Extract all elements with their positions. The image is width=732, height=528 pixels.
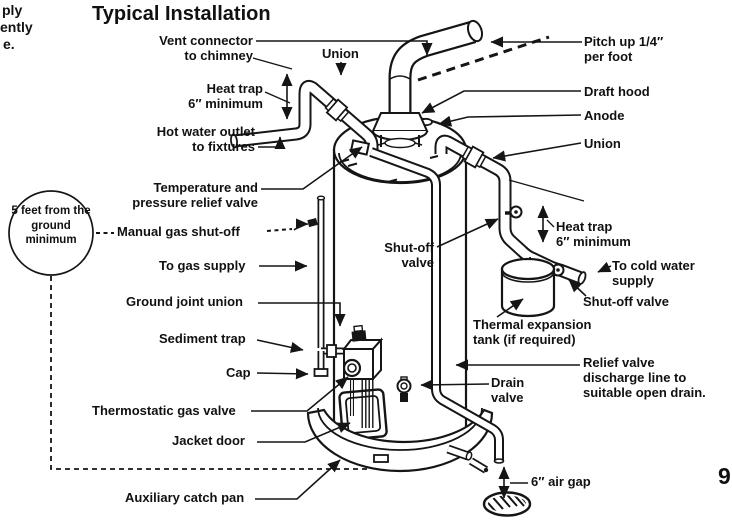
label-cap: Cap <box>226 365 251 380</box>
drain-valve-fitting <box>396 376 412 402</box>
label-heat-trap-right: Heat trap 6″ minimum <box>556 219 631 249</box>
vent-connector-pipe <box>388 19 484 113</box>
label-relief-discharge: Relief valve discharge line to suitable … <box>583 355 706 400</box>
leader-lines <box>251 36 612 500</box>
leader-manual-gas <box>293 218 309 231</box>
five-feet-callout <box>8 190 368 470</box>
clearance-dashed-line <box>50 276 368 470</box>
label-vent-connector: Vent connector to chimney <box>159 33 253 63</box>
label-sediment-trap: Sediment trap <box>159 331 246 346</box>
label-to-cold-water: To cold water supply <box>612 258 695 288</box>
label-temp-pressure-relief: Temperature and pressure relief valve <box>132 180 258 210</box>
manual-gas-shutoff-valve <box>307 217 318 228</box>
thermostatic-gas-valve-assembly <box>341 324 384 428</box>
label-thermostatic-gas-valve: Thermostatic gas valve <box>92 403 236 418</box>
margin-text-fragment: e. <box>3 36 15 52</box>
pitch-dashed-line <box>417 35 550 82</box>
hot-water-piping <box>230 80 379 153</box>
leader-shutoff-center <box>436 218 499 248</box>
floor-drain <box>482 491 532 517</box>
leader-vent-connector <box>256 40 433 56</box>
label-thermal-expansion: Thermal expansion tank (if required) <box>473 317 592 347</box>
label-manual-gas-shutoff: Manual gas shut-off <box>117 224 240 239</box>
leader-jacket-door <box>257 422 351 443</box>
gas-supply-line <box>307 195 346 377</box>
label-drain-valve: Drain valve <box>491 375 525 405</box>
margin-text-fragment: ply <box>2 2 23 18</box>
leader-catch-pan <box>255 459 341 500</box>
leader-ground-joint <box>258 302 346 327</box>
leader-temp-relief <box>261 146 363 190</box>
leader-sediment <box>256 339 304 353</box>
label-air-gap: 6″ air gap <box>531 474 591 489</box>
label-pitch-up: Pitch up 1/4″ per foot <box>584 34 664 64</box>
leader-union-right <box>492 142 582 162</box>
label-to-gas-supply: To gas supply <box>159 258 246 273</box>
label-shutoff-center: Shut-off valve <box>384 240 434 270</box>
loose-pipe-piece <box>468 457 489 474</box>
dimension-arrows <box>252 57 585 499</box>
page-title: Typical Installation <box>92 3 271 25</box>
union-fitting-top <box>324 97 350 123</box>
leader-draft-hood <box>421 90 581 114</box>
label-ground-joint-union: Ground joint union <box>126 294 243 309</box>
leader-shutoff-right <box>568 279 587 297</box>
leader-drain-valve <box>420 379 490 391</box>
shutoff-valve-vertical <box>505 205 523 219</box>
leader-thermal-tank <box>496 298 524 318</box>
relief-discharge-pipe <box>369 147 505 464</box>
label-union-top: Union <box>322 46 359 61</box>
five-feet-callout-text: 5 feet from the ground minimum <box>11 205 91 246</box>
label-draft-hood: Draft hood <box>584 84 650 99</box>
draft-hood <box>371 112 429 149</box>
cap-fitting <box>313 368 329 377</box>
shutoff-valve-cold-supply <box>551 263 565 277</box>
label-jacket-door: Jacket door <box>172 433 245 448</box>
leader-hot-water <box>258 136 286 150</box>
leader-anode <box>438 114 582 127</box>
margin-text-fragment: ently <box>0 19 33 35</box>
label-aux-catch-pan: Auxiliary catch pan <box>125 490 245 505</box>
leader-thermostatic <box>251 376 349 412</box>
label-hot-water-outlet: Hot water outlet to fixtures <box>156 124 255 154</box>
label-shutoff-right: Shut-off valve <box>583 294 669 309</box>
ground-joint-union-fitting <box>326 344 337 358</box>
union-fitting-right <box>461 145 487 169</box>
leader-to-cold <box>597 261 612 273</box>
leader-cap <box>256 368 309 380</box>
pan-drain-nipple <box>446 444 473 461</box>
label-anode: Anode <box>584 108 625 123</box>
label-union-right: Union <box>584 136 621 151</box>
label-heat-trap-left: Heat trap 6″ minimum <box>188 81 263 111</box>
page-number: 9 <box>718 463 731 489</box>
